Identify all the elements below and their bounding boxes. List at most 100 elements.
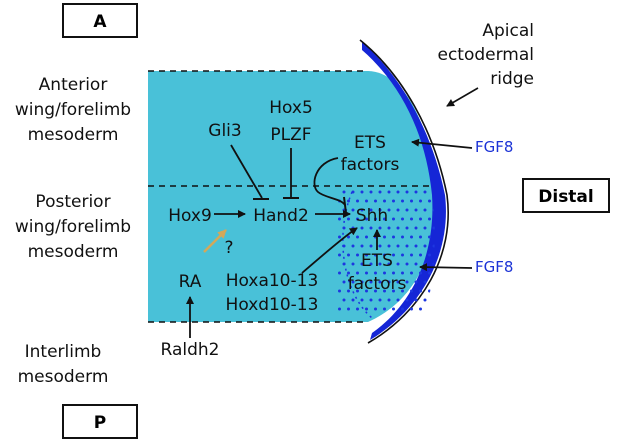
zpa-dot bbox=[401, 235, 404, 239]
region-anterior-line3: mesoderm bbox=[28, 125, 119, 145]
posterior-box-label: P bbox=[94, 413, 106, 433]
zpa-dot bbox=[351, 244, 355, 248]
node-hoxd: Hoxd10-13 bbox=[226, 295, 319, 315]
node-ets-bottom-line1: ETS bbox=[361, 251, 393, 271]
zpa-dot bbox=[347, 217, 350, 221]
node-fgf8-top: FGF8 bbox=[475, 138, 513, 156]
zpa-dot bbox=[414, 208, 418, 212]
zpa-dot bbox=[338, 307, 341, 311]
zpa-dot bbox=[401, 217, 404, 221]
zpa-dot bbox=[374, 253, 377, 257]
zpa-dot bbox=[405, 190, 409, 194]
zpa-dot bbox=[432, 226, 435, 230]
zpa-dot bbox=[365, 307, 368, 311]
zpa-dot bbox=[383, 271, 386, 275]
zpa-dot bbox=[410, 289, 413, 293]
zpa-dot bbox=[419, 289, 422, 293]
zpa-dot bbox=[414, 298, 418, 302]
arrow-fgf8-ets-top bbox=[411, 138, 473, 149]
zpa-dot bbox=[378, 262, 382, 266]
zpa-dot bbox=[383, 289, 386, 293]
aer-label-line3: ridge bbox=[490, 69, 534, 89]
zpa-dot bbox=[401, 271, 404, 275]
zpa-dot bbox=[365, 217, 368, 221]
zpa-dot bbox=[383, 235, 386, 239]
zpa-dot bbox=[365, 271, 368, 275]
zpa-dot bbox=[383, 307, 386, 311]
arrow-ra-hand2-uncertain bbox=[203, 229, 227, 253]
region-anterior-line1: Anterior bbox=[39, 75, 108, 95]
zpa-dot bbox=[338, 217, 341, 221]
zpa-dot bbox=[414, 244, 418, 248]
zpa-dot bbox=[360, 226, 364, 230]
zpa-dot bbox=[405, 208, 409, 212]
inhibit-ets-shh-bar bbox=[343, 196, 347, 214]
zpa-dot bbox=[383, 253, 386, 257]
zpa-dot bbox=[351, 298, 355, 302]
zpa-dot bbox=[405, 262, 409, 266]
zpa-dot bbox=[360, 208, 364, 212]
node-hox5: Hox5 bbox=[269, 98, 313, 118]
zpa-dot bbox=[396, 226, 400, 230]
zpa-dot bbox=[369, 208, 373, 212]
zpa-dot bbox=[387, 244, 391, 248]
zpa-dot bbox=[396, 244, 400, 248]
zpa-dot bbox=[374, 271, 377, 275]
zpa-dot bbox=[414, 262, 418, 266]
region-anterior-line2: wing/forelimb bbox=[15, 100, 131, 120]
zpa-dot bbox=[401, 289, 404, 293]
zpa-dot bbox=[392, 307, 395, 311]
zpa-dot bbox=[369, 190, 373, 194]
zpa-dot bbox=[365, 199, 368, 203]
region-posterior-line3: mesoderm bbox=[28, 242, 119, 262]
zpa-dot bbox=[378, 190, 382, 194]
node-plzf: PLZF bbox=[270, 125, 311, 145]
zpa-dot bbox=[378, 280, 382, 284]
zpa-dot bbox=[414, 280, 418, 284]
zpa-dot bbox=[365, 253, 368, 257]
zpa-dot bbox=[423, 190, 427, 194]
node-hoxa: Hoxa10-13 bbox=[226, 271, 319, 291]
zpa-dot bbox=[360, 262, 364, 266]
zpa-dot bbox=[428, 235, 431, 239]
zpa-dot bbox=[419, 307, 422, 311]
zpa-dot bbox=[423, 298, 427, 302]
anterior-box-label: A bbox=[93, 12, 107, 32]
posterior-box bbox=[62, 404, 138, 439]
zpa-dot bbox=[423, 244, 427, 248]
zpa-dot bbox=[405, 226, 409, 230]
zpa-dot bbox=[419, 235, 422, 239]
zpa-dot bbox=[338, 289, 341, 293]
zpa-dot bbox=[419, 271, 422, 275]
zpa-dot bbox=[365, 235, 368, 239]
zpa-dot bbox=[360, 280, 364, 284]
node-raldh2: Raldh2 bbox=[161, 340, 220, 360]
zpa-dot bbox=[387, 280, 391, 284]
zpa-dot bbox=[369, 244, 373, 248]
node-question: ? bbox=[224, 238, 233, 258]
zpa-dot bbox=[419, 199, 422, 203]
zpa-dot bbox=[365, 289, 368, 293]
zpa-dot bbox=[387, 262, 391, 266]
zpa-dot bbox=[360, 244, 364, 248]
zpa-dot bbox=[423, 226, 427, 230]
zpa-dot bbox=[392, 199, 395, 203]
zpa-dot bbox=[414, 190, 418, 194]
zpa-dot bbox=[360, 298, 364, 302]
zpa-dot bbox=[401, 199, 404, 203]
zpa-dot bbox=[392, 235, 395, 239]
zpa-dot bbox=[351, 280, 355, 284]
zpa-dot bbox=[410, 235, 413, 239]
zpa-dot bbox=[392, 289, 395, 293]
zpa-boundary bbox=[342, 191, 373, 319]
zpa-dot bbox=[410, 253, 413, 257]
zpa-dot bbox=[338, 253, 341, 257]
node-gli3: Gli3 bbox=[208, 121, 241, 141]
zpa-dot bbox=[410, 217, 413, 221]
zpa-dot bbox=[387, 190, 391, 194]
zpa-dot bbox=[392, 253, 395, 257]
zpa-dot bbox=[369, 226, 373, 230]
zpa-dot bbox=[428, 217, 431, 221]
